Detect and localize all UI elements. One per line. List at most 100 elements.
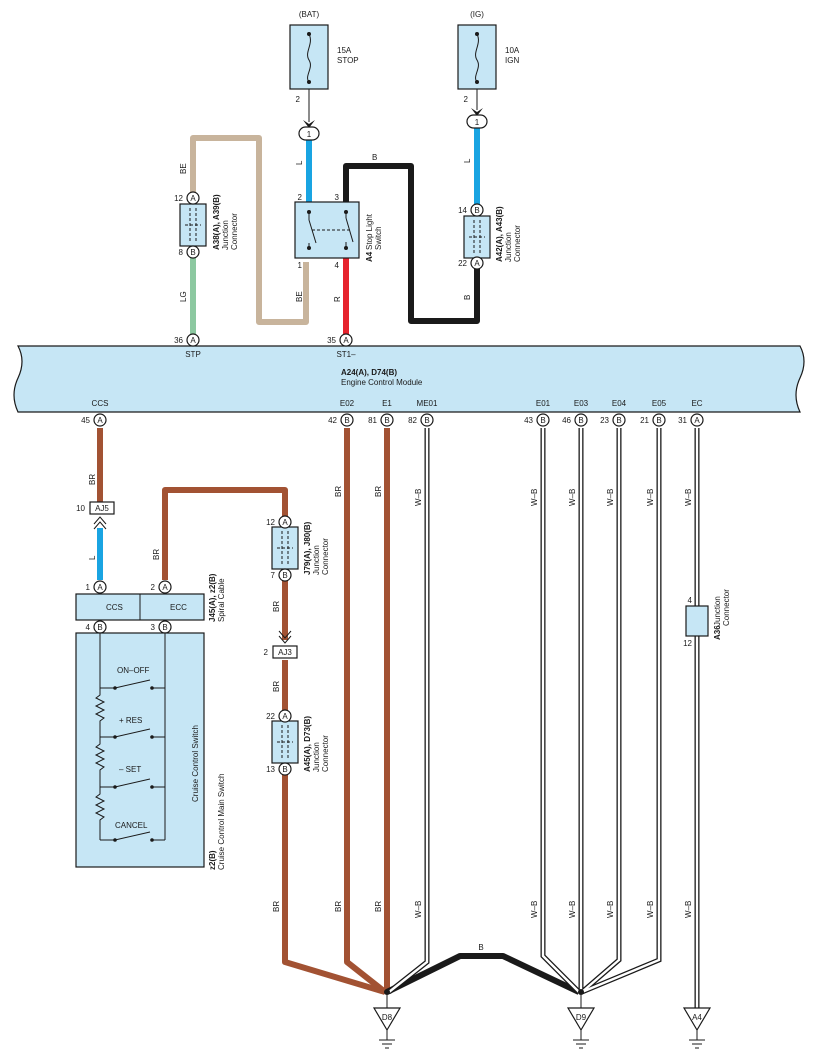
ig-fuse-amp: 10A <box>505 46 520 55</box>
wire-br-d8-a <box>282 772 386 995</box>
svg-text:Junction: Junction <box>221 220 230 250</box>
svg-text:Junction: Junction <box>312 742 321 772</box>
svg-text:2: 2 <box>264 648 269 657</box>
svg-text:A: A <box>694 416 700 425</box>
svg-text:23: 23 <box>600 416 609 425</box>
connector-aj5: AJ5 10 <box>76 501 115 530</box>
svg-text:BR: BR <box>272 901 281 912</box>
svg-text:BR: BR <box>334 901 343 912</box>
ground-d8: D8 <box>372 994 402 1049</box>
svg-text:A: A <box>282 712 288 721</box>
svg-text:Connector: Connector <box>321 538 330 575</box>
svg-text:E02: E02 <box>340 399 355 408</box>
wires-layer <box>97 128 581 995</box>
svg-text:BR: BR <box>374 901 383 912</box>
svg-text:J79(A), J80(B): J79(A), J80(B) <box>303 521 312 575</box>
wire-br-ecc <box>162 487 288 580</box>
svg-text:B: B <box>463 295 472 300</box>
svg-text:D8: D8 <box>382 1013 393 1022</box>
ecm-pin-me01: B 82 ME01 <box>408 399 438 427</box>
switch-cancel: CANCEL <box>100 821 165 842</box>
svg-text:W–B: W–B <box>646 489 655 506</box>
svg-text:L: L <box>463 158 472 163</box>
svg-text:B: B <box>540 416 545 425</box>
svg-text:B: B <box>190 248 195 257</box>
svg-text:Connector: Connector <box>513 225 522 262</box>
connector-a36: 4 12 A36 Junction Connector <box>683 589 731 648</box>
svg-text:B: B <box>578 416 583 425</box>
ecm-bottom-pins: A 45 CCS B 42 E02 B 81 E1 B 82 ME01 B 43… <box>81 399 704 427</box>
svg-text:8: 8 <box>179 248 184 257</box>
ig-splice: 1 <box>475 118 480 127</box>
switch-res: + RES <box>100 716 165 739</box>
svg-text:W–B: W–B <box>414 901 423 918</box>
svg-text:A: A <box>474 259 480 268</box>
bat-label: (BAT) <box>299 10 320 19</box>
svg-text:4: 4 <box>335 261 340 270</box>
svg-text:W–B: W–B <box>646 901 655 918</box>
svg-text:12: 12 <box>174 194 183 203</box>
svg-text:A24(A), D74(B): A24(A), D74(B) <box>341 368 397 377</box>
svg-text:B: B <box>282 571 287 580</box>
ecm-pin-ec: A 31 EC <box>678 399 704 427</box>
svg-text:ON–OFF: ON–OFF <box>117 666 150 675</box>
svg-text:4: 4 <box>688 596 693 605</box>
wire-be <box>190 135 309 325</box>
svg-text:W–B: W–B <box>568 489 577 506</box>
fuse-bat: (BAT) 15A STOP 2 1 <box>289 10 359 141</box>
wire-b-ground <box>385 953 581 995</box>
ig-fuse-name: IGN <box>505 56 519 65</box>
svg-text:W–B: W–B <box>568 901 577 918</box>
svg-text:21: 21 <box>640 416 649 425</box>
svg-text:A4: A4 <box>692 1013 702 1022</box>
switch-set: – SET <box>100 765 165 789</box>
svg-text:35: 35 <box>327 336 336 345</box>
svg-text:12: 12 <box>683 639 692 648</box>
svg-text:B: B <box>424 416 429 425</box>
ig-label: (IG) <box>470 10 484 19</box>
svg-text:Spiral Cable: Spiral Cable <box>217 578 226 622</box>
svg-text:ST1–: ST1– <box>336 350 356 359</box>
svg-text:13: 13 <box>266 765 275 774</box>
svg-text:W–B: W–B <box>530 489 539 506</box>
svg-text:B: B <box>478 943 483 952</box>
connector-aj3: AJ3 2 <box>264 630 298 659</box>
svg-text:2: 2 <box>151 583 156 592</box>
spiral-cable: CCS ECC A 1 A 2 B 4 B 3 J45(A), z2(B) Sp… <box>75 573 226 634</box>
ig-fuse-pin: 2 <box>464 95 469 104</box>
svg-text:A38(A), A39(B): A38(A), A39(B) <box>212 194 221 250</box>
svg-text:BR: BR <box>374 486 383 497</box>
ecm-pin-e01: B 43 E01 <box>524 399 551 427</box>
svg-text:A: A <box>282 518 288 527</box>
svg-text:A: A <box>97 583 103 592</box>
connector-a45: A 22 B 13 A45(A), D73(B) Junction Connec… <box>266 709 330 776</box>
bat-fuse-amp: 15A <box>337 46 352 55</box>
svg-text:Cruise Control Main Switch: Cruise Control Main Switch <box>217 774 226 870</box>
svg-text:W–B: W–B <box>530 901 539 918</box>
svg-text:L: L <box>88 555 97 560</box>
svg-text:BR: BR <box>152 549 161 560</box>
svg-text:BE: BE <box>179 163 188 174</box>
svg-text:W–B: W–B <box>414 489 423 506</box>
svg-text:31: 31 <box>678 416 687 425</box>
bat-fuse-name: STOP <box>337 56 359 65</box>
svg-text:3: 3 <box>335 193 340 202</box>
svg-text:Junction: Junction <box>713 596 722 626</box>
svg-text:3: 3 <box>151 623 156 632</box>
ground-d9: D9 <box>566 992 596 1049</box>
svg-text:ECC: ECC <box>170 603 187 612</box>
svg-text:z2(B): z2(B) <box>208 850 217 870</box>
svg-text:+ RES: + RES <box>119 716 142 725</box>
connector-a38: A 12 B 8 A38(A), A39(B) Junction Connect… <box>174 191 239 259</box>
ecm-pin-e02: B 42 E02 <box>328 399 355 427</box>
junction-dot-d9 <box>578 989 584 995</box>
svg-text:14: 14 <box>458 206 467 215</box>
svg-text:Switch: Switch <box>374 226 383 250</box>
svg-text:Stop Light: Stop Light <box>365 213 374 250</box>
svg-text:EC: EC <box>691 399 702 408</box>
svg-text:Connector: Connector <box>321 735 330 772</box>
svg-text:A: A <box>343 336 349 345</box>
svg-text:A: A <box>97 416 103 425</box>
svg-text:W–B: W–B <box>684 489 693 506</box>
